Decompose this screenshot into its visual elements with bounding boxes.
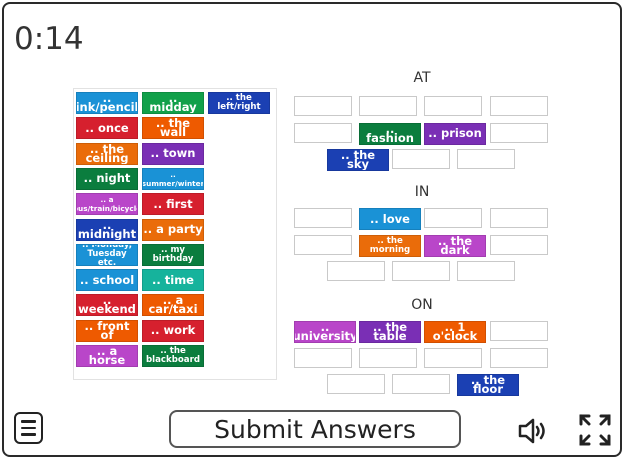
timer: 0:14: [14, 21, 84, 57]
answer-slot[interactable]: [392, 261, 450, 281]
answer-slot[interactable]: [424, 347, 482, 368]
word-tile[interactable]: .. a horse: [76, 345, 138, 367]
answer-slot[interactable]: [294, 96, 352, 116]
word-tile[interactable]: .. front of: [76, 319, 138, 342]
answer-slot[interactable]: [457, 261, 515, 281]
word-tile[interactable]: .. first: [142, 193, 204, 216]
word-tile[interactable]: .. summer/winter: [142, 167, 204, 190]
word-tile[interactable]: .. town: [142, 142, 204, 165]
word-tile[interactable]: .. Monday, Tuesday etc.: [76, 243, 138, 266]
answer-slot[interactable]: [294, 208, 352, 228]
answer-slot[interactable]: [327, 261, 385, 281]
menu-icon-line: [21, 433, 36, 436]
menu-button[interactable]: [14, 412, 43, 444]
submit-answers-button[interactable]: Submit Answers: [169, 410, 461, 448]
answer-slot[interactable]: [490, 347, 548, 368]
word-tile[interactable]: .. a bus/train/bicycle: [76, 193, 138, 216]
answer-slot[interactable]: [490, 122, 548, 143]
word-tile[interactable]: .. ink/pencil: [76, 92, 138, 114]
word-tile[interactable]: .. the ceiling: [76, 142, 138, 165]
sound-button[interactable]: [514, 414, 552, 448]
word-tile[interactable]: .. love: [359, 208, 421, 230]
word-tile[interactable]: .. the floor: [457, 374, 519, 396]
answer-slot[interactable]: [294, 122, 352, 143]
word-tile[interactable]: .. 1 o'clock: [424, 321, 486, 343]
word-tile[interactable]: .. weekend: [76, 294, 138, 317]
word-tile[interactable]: .. fashion: [359, 122, 421, 145]
answer-slot[interactable]: [490, 234, 548, 255]
word-tile[interactable]: .. the morning: [359, 234, 421, 257]
word-tile[interactable]: .. a car/taxi: [142, 294, 204, 317]
word-tile[interactable]: .. work: [142, 319, 204, 342]
word-tile[interactable]: .. university: [294, 321, 356, 343]
answer-slot[interactable]: [359, 96, 417, 116]
menu-icon-line: [21, 420, 36, 423]
answer-slot[interactable]: [490, 208, 548, 228]
category-label: AT: [413, 70, 431, 86]
word-tile[interactable]: .. midnight: [76, 218, 138, 241]
answer-slot[interactable]: [424, 208, 482, 228]
word-tile[interactable]: .. prison: [424, 122, 486, 145]
word-tile[interactable]: .. my birthday: [142, 243, 204, 266]
fullscreen-button[interactable]: [575, 410, 615, 450]
word-tile[interactable]: .. the dark: [424, 234, 486, 257]
category-label: ON: [411, 297, 433, 313]
word-bank: .. ink/pencil.. midday.. the left/right.…: [73, 88, 277, 380]
answer-slot[interactable]: [294, 234, 352, 255]
fullscreen-icon: [579, 414, 611, 446]
answer-slot[interactable]: [294, 347, 352, 368]
answer-slot[interactable]: [327, 374, 385, 394]
answer-slot[interactable]: [359, 347, 417, 368]
answer-slot[interactable]: [490, 96, 548, 116]
word-tile[interactable]: .. the blackboard: [142, 345, 204, 367]
menu-icon-line: [21, 426, 36, 430]
word-tile[interactable]: .. night: [76, 167, 138, 190]
answer-slot[interactable]: [457, 149, 515, 169]
answer-slot[interactable]: [424, 96, 482, 116]
answer-slot[interactable]: [392, 149, 450, 169]
answer-slot[interactable]: [490, 321, 548, 341]
word-tile[interactable]: .. once: [76, 117, 138, 140]
speaker-icon: [518, 418, 545, 444]
word-tile[interactable]: .. a party: [142, 218, 204, 241]
answer-slot[interactable]: [392, 374, 450, 394]
word-tile[interactable]: .. school: [76, 269, 138, 292]
category-label: IN: [414, 184, 430, 200]
word-tile[interactable]: .. the table: [359, 321, 421, 343]
word-tile[interactable]: .. time: [142, 269, 204, 292]
word-tile[interactable]: .. the left/right: [208, 92, 270, 114]
word-tile[interactable]: .. midday: [142, 92, 204, 114]
word-tile[interactable]: .. the wall: [142, 117, 204, 140]
word-tile[interactable]: .. the sky: [327, 149, 389, 171]
